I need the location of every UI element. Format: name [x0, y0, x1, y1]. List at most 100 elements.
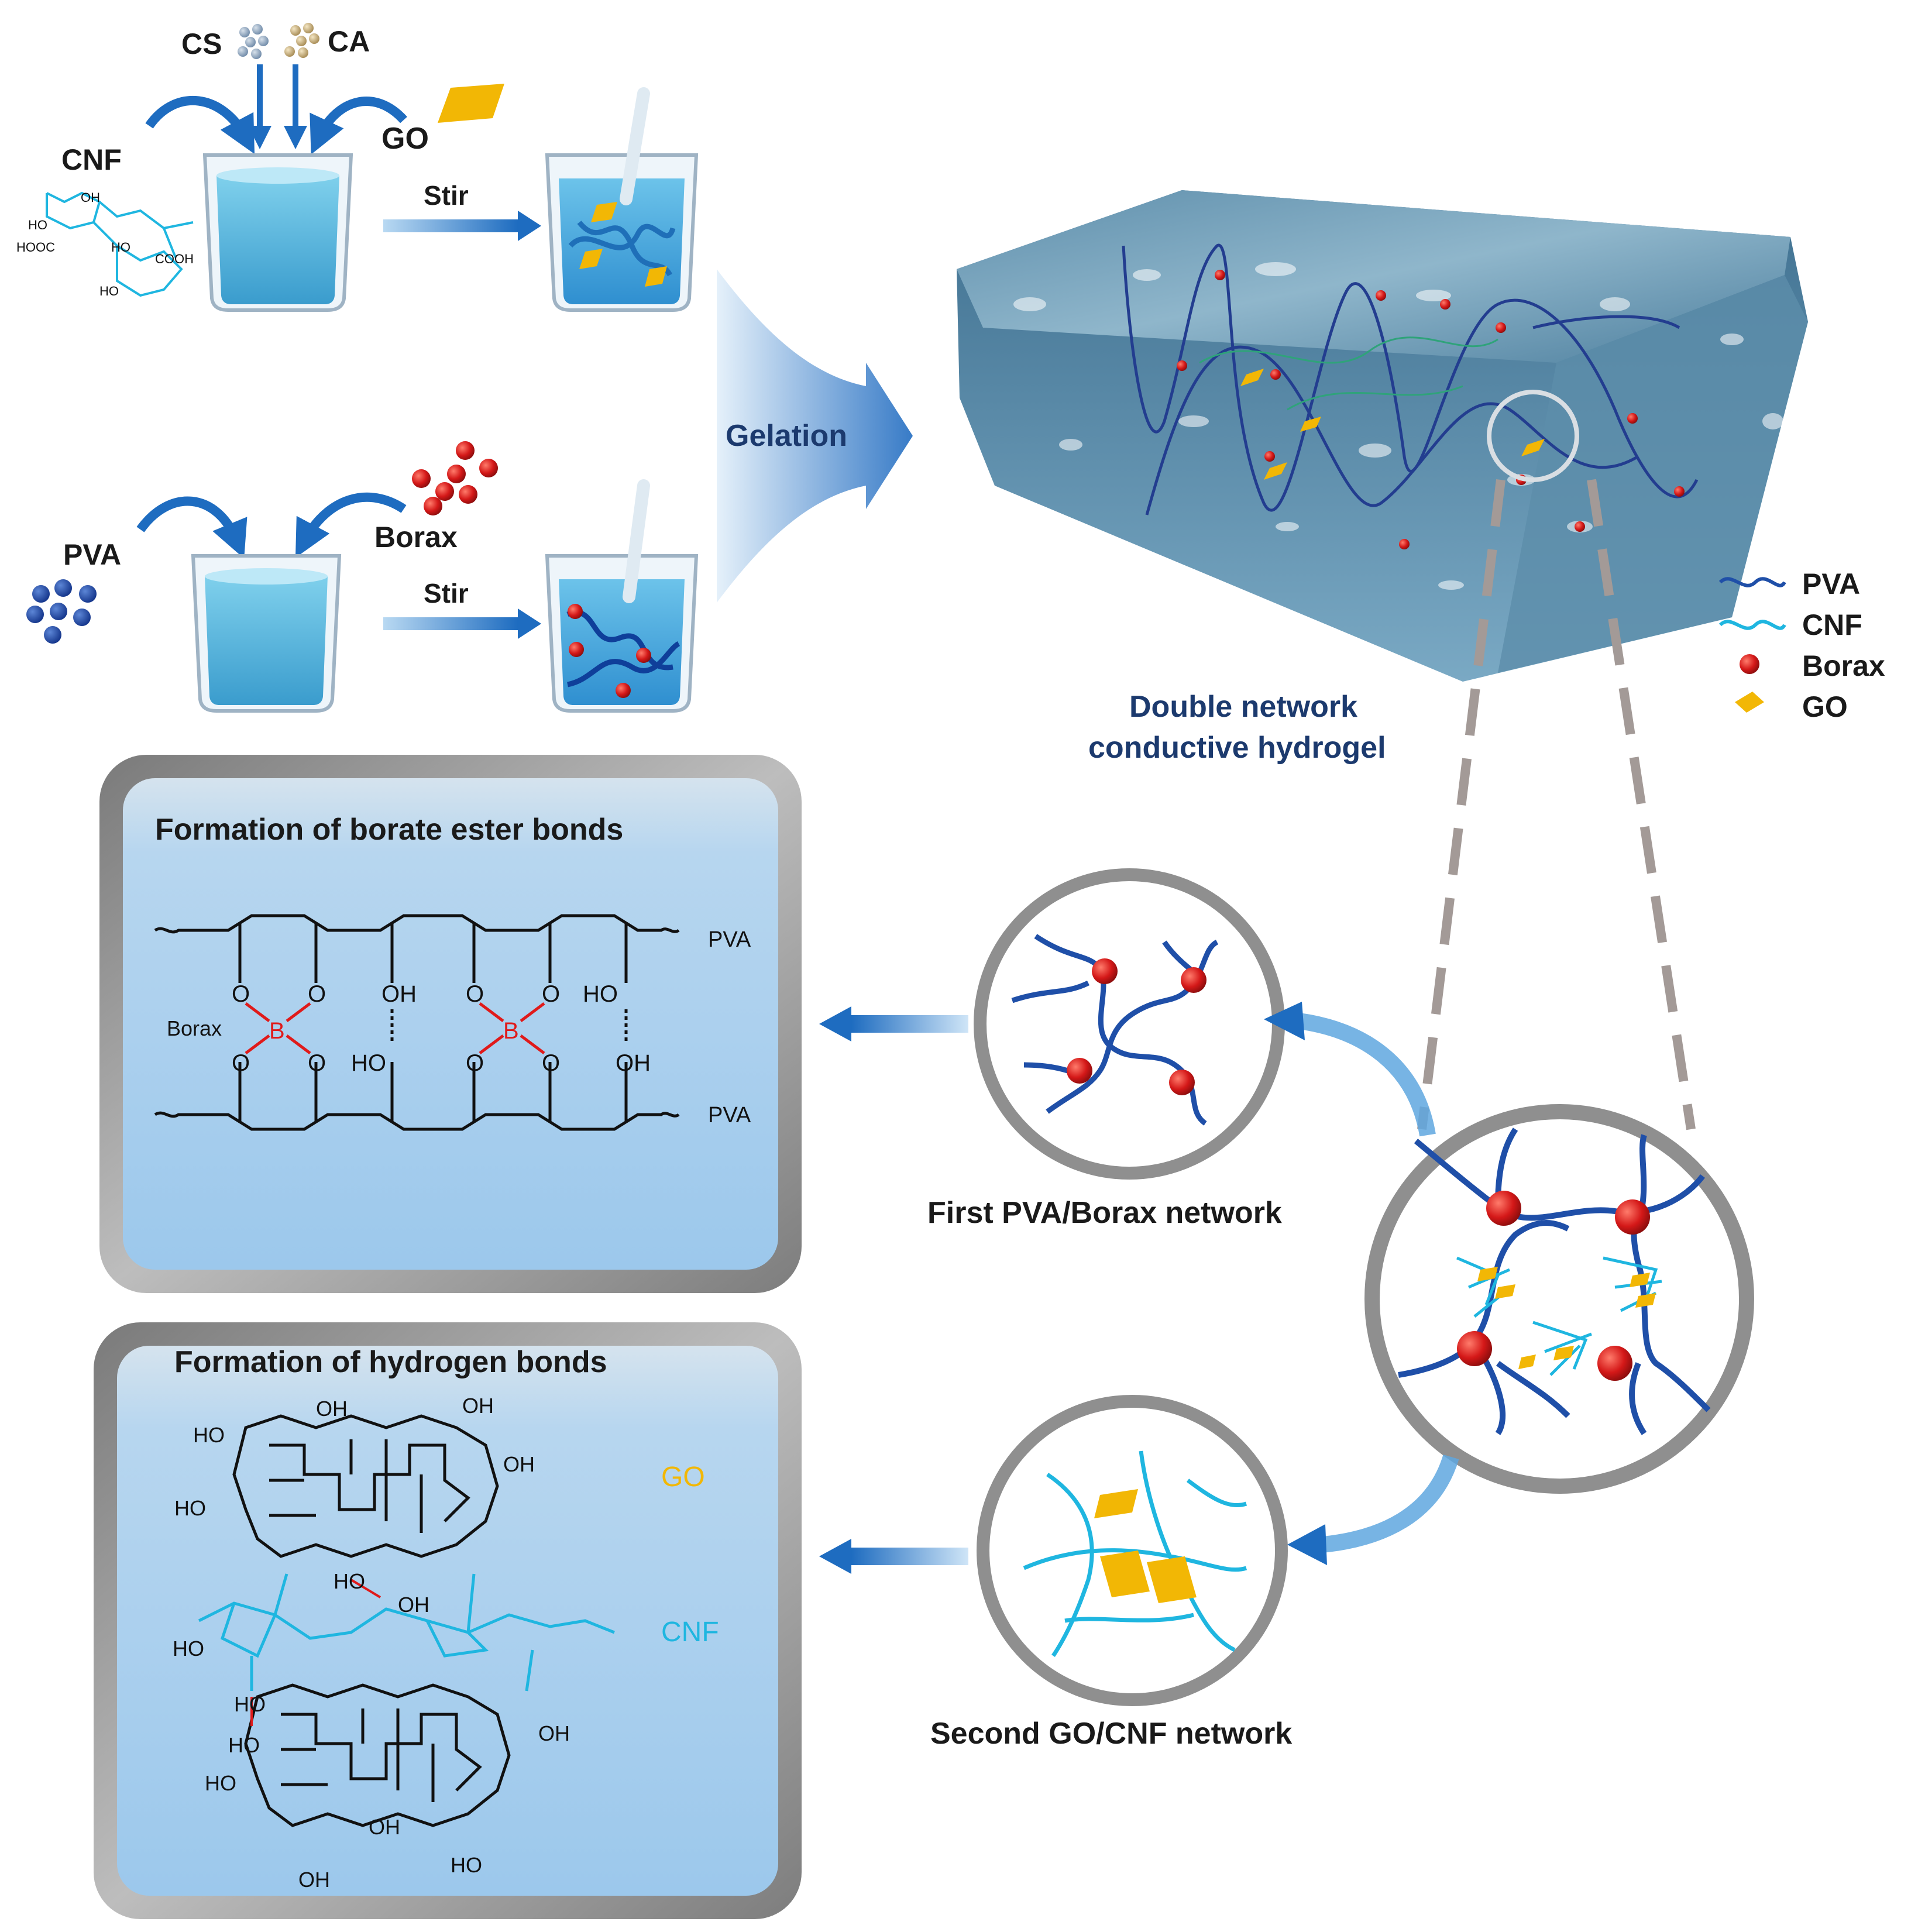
o-atom-2: O: [308, 981, 326, 1007]
o-atom-7: O: [466, 1050, 484, 1076]
legend: PVA CNF Borax GO: [1718, 568, 1885, 723]
go-oh-bottom-2: OH: [538, 1721, 570, 1745]
arrow-to-hbond-panel: [819, 1539, 968, 1574]
borax-label-panel: Borax: [167, 1016, 222, 1040]
first-network-circle: [974, 868, 1285, 1180]
cnf-oh-panel-1: OH: [398, 1593, 429, 1617]
hydrogen-bonds: [250, 1579, 381, 1726]
legend-pva-icon: [1718, 577, 1786, 587]
o-atom-5: O: [466, 981, 484, 1007]
stir-label-2: Stir: [424, 578, 469, 609]
cnf-arrow: [145, 95, 255, 154]
stir-arrow-2: [383, 617, 518, 630]
cnf-hooc-text: HOOC: [16, 240, 55, 255]
pva-particles-icon: [26, 579, 97, 644]
arrow-to-borate-panel: [819, 1006, 968, 1041]
gelation-label: Gelation: [726, 419, 847, 453]
beaker-2: [545, 87, 699, 312]
arrow-to-second-network: [1321, 1454, 1459, 1553]
go-oh-2: OH: [316, 1397, 348, 1421]
cnf-label-panel: CNF: [661, 1617, 719, 1648]
ca-label: CA: [328, 25, 370, 58]
go-ho-bottom-1: HO: [228, 1733, 260, 1757]
pva-label-panel-top: PVA: [708, 927, 751, 952]
cnf-ho-panel-1: HO: [173, 1637, 204, 1661]
arrow-to-first-network: [1298, 1013, 1436, 1137]
cnf-ho-text: HO: [28, 218, 47, 232]
legend-borax-label: Borax: [1802, 649, 1885, 682]
go-oh-1: HO: [193, 1423, 225, 1447]
legend-cnf-label: CNF: [1802, 609, 1862, 641]
second-network-label: Second GO/CNF network: [930, 1717, 1292, 1751]
hydrogel-caption-line2: conductive hydrogel: [1088, 731, 1386, 765]
hydrogel-block: [957, 190, 1808, 682]
go-label-top: GO: [381, 122, 429, 156]
boron-atom-1: B: [269, 1018, 285, 1044]
borate-panel: Formation of borate ester bonds B: [99, 755, 802, 1293]
hbond-panel: Formation of hydrogen bonds HO OH OH O: [94, 1322, 802, 1919]
hbond-panel-title: Formation of hydrogen bonds: [174, 1345, 607, 1379]
cnf-ho2-text: HO: [111, 240, 130, 255]
o-atom-6: O: [542, 981, 560, 1007]
pva-label-top: PVA: [63, 538, 121, 571]
go-ho-6: HO: [334, 1569, 365, 1593]
borax-label-top: Borax: [374, 521, 458, 554]
zoom-lines: [1417, 479, 1696, 1130]
ho-atom-1: HO: [351, 1050, 386, 1076]
beaker-1: [202, 153, 353, 312]
o-atom-3: O: [232, 1050, 250, 1076]
beaker-4: [545, 479, 699, 713]
second-network-circle: [977, 1395, 1288, 1706]
legend-cnf-icon: [1718, 620, 1786, 630]
borate-bonds: [245, 1002, 545, 1054]
combined-network-circle: [1364, 1104, 1754, 1494]
o-atom-8: O: [542, 1050, 560, 1076]
cnf-label-top: CNF: [61, 143, 122, 176]
legend-go-label: GO: [1802, 690, 1848, 723]
go-oh-bottom-5: OH: [298, 1868, 330, 1892]
oh-atom-1: OH: [381, 981, 417, 1007]
go-ho-bottom-6: HO: [451, 1853, 482, 1877]
go-sheet-top: [232, 1414, 499, 1558]
cnf-cooh-text: COOH: [155, 252, 194, 266]
go-label-panel: GO: [661, 1462, 705, 1493]
go-oh-3: OH: [462, 1394, 494, 1418]
legend-go-icon: [1735, 692, 1764, 713]
go-sheet-icon: [438, 84, 504, 123]
borax-arrow: [295, 492, 407, 558]
cs-label: CS: [181, 27, 222, 60]
borate-structure: [154, 914, 680, 1131]
cs-particles-icon: [238, 24, 269, 59]
oh-atom-2: OH: [616, 1050, 651, 1076]
go-arrow: [310, 97, 407, 155]
boron-atom-2: B: [503, 1018, 519, 1044]
o-atom-4: O: [308, 1050, 326, 1076]
go-sheet-bottom: [244, 1683, 511, 1827]
stir-label-1: Stir: [424, 180, 469, 211]
borax-particles-icon: [412, 441, 498, 515]
cnf-ho-panel-2: HO: [234, 1692, 266, 1716]
o-atom-1: O: [232, 981, 250, 1007]
pva-borax-group: Borax PVA Stir: [26, 441, 699, 713]
borate-panel-title: Formation of borate ester bonds: [155, 813, 623, 847]
cnf-oh-text: OH: [81, 190, 100, 205]
cnf-ho3-text: HO: [99, 284, 119, 298]
beaker-3: [191, 554, 342, 713]
first-network-label: First PVA/Borax network: [927, 1196, 1282, 1230]
legend-pva-label: PVA: [1802, 568, 1860, 600]
hydrogel-caption-line1: Double network: [1129, 690, 1357, 724]
stir-arrow-1: [383, 219, 518, 232]
legend-borax-icon: [1740, 654, 1759, 674]
precursor-dispersion-group: CS CA GO CNF OH HO HOOC HO COOH HO: [16, 23, 699, 312]
cnf-chain: [198, 1573, 615, 1692]
pva-label-panel-bottom: PVA: [708, 1103, 751, 1127]
go-oh-4: OH: [503, 1452, 535, 1476]
go-ho-bottom-3: HO: [205, 1771, 236, 1795]
ca-particles-icon: [284, 23, 319, 58]
go-oh-5: HO: [174, 1496, 206, 1520]
cnf-structure-icon: [46, 191, 194, 297]
gelation-arrow: Gelation: [717, 269, 913, 603]
ho-atom-2: HO: [583, 981, 618, 1007]
pva-arrow: [136, 496, 248, 559]
